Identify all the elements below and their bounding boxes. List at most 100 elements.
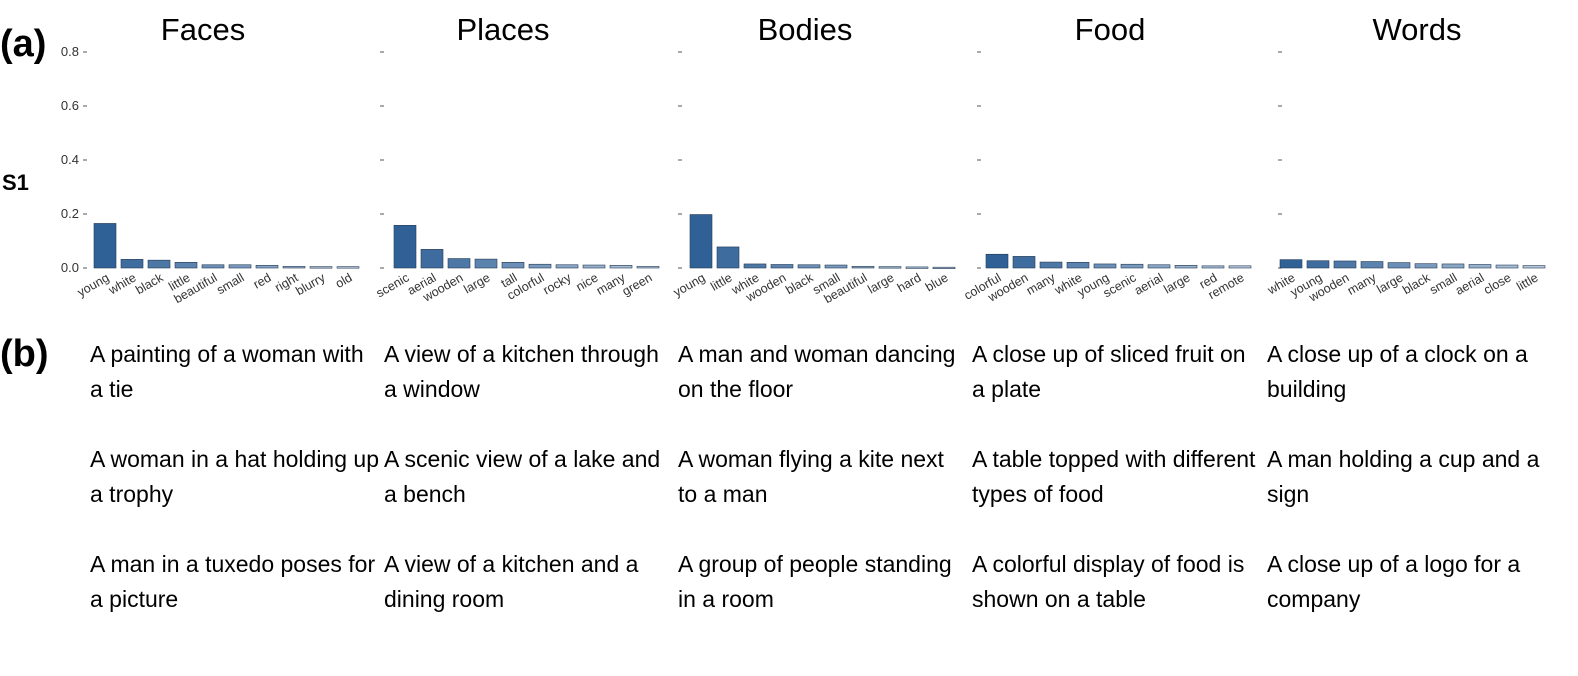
bar-right	[282, 266, 306, 269]
bar-hard	[905, 266, 929, 269]
x-tick-label: little	[1514, 270, 1540, 293]
bar-white	[1066, 262, 1090, 269]
bar-little	[174, 262, 198, 269]
x-tick-label: young	[671, 270, 708, 299]
caption: A woman flying a kite next to a man	[678, 446, 944, 507]
y-tick-label: 0.6	[61, 98, 79, 113]
bar-colorful	[985, 253, 1009, 269]
y-tick-label: 0.8	[61, 44, 79, 59]
caption: A painting of a woman with a tie	[90, 341, 364, 402]
column-title-bodies: Bodies	[757, 12, 853, 47]
bar-many	[609, 264, 633, 269]
bar-white	[743, 263, 767, 269]
caption-column-words: A close up of a clock on a building A ma…	[1267, 337, 1557, 652]
column-title-places: Places	[456, 12, 550, 47]
caption: A woman in a hat holding up a trophy	[90, 446, 379, 507]
bar-wooden	[447, 258, 471, 269]
column-title-words: Words	[1372, 12, 1462, 47]
caption: A man holding a cup and a sign	[1267, 446, 1540, 507]
bar-large	[1174, 264, 1198, 269]
caption: A man in a tuxedo poses for a picture	[90, 551, 376, 612]
caption: A group of people standing in a room	[678, 551, 952, 612]
x-tick-label: close	[1481, 270, 1513, 297]
caption: A man and woman dancing on the floor	[678, 341, 956, 402]
bar-large	[1387, 262, 1411, 269]
bar-nice	[582, 264, 606, 269]
bar-young	[1306, 260, 1330, 269]
bar-aerial	[420, 249, 444, 269]
bar-red	[255, 264, 279, 269]
bar-young	[1093, 263, 1117, 269]
bar-scenic	[1120, 263, 1144, 269]
bar-blue	[932, 266, 956, 269]
x-tick-label: old	[333, 270, 354, 290]
bar-wooden	[1333, 260, 1357, 269]
x-tick-label: large	[461, 270, 492, 296]
caption-column-bodies: A man and woman dancing on the floor A w…	[678, 337, 968, 652]
caption-column-faces: A painting of a woman with a tie A woman…	[90, 337, 380, 652]
y-axis-label: S1	[2, 170, 29, 195]
caption-column-places: A view of a kitchen through a window A s…	[384, 337, 674, 652]
x-tick-label: blue	[923, 270, 951, 294]
bar-beautiful	[851, 266, 875, 269]
x-tick-label: little	[708, 270, 734, 293]
column-title-faces: Faces	[160, 12, 246, 47]
x-tick-label: hard	[895, 270, 924, 295]
x-tick-label: large	[865, 270, 896, 296]
bar-large	[878, 266, 902, 269]
x-tick-label: rocky	[541, 270, 575, 297]
bar-scenic	[393, 225, 417, 269]
bar-tall	[501, 262, 525, 269]
caption: A view of a kitchen through a window	[384, 341, 659, 402]
bar-many	[1360, 261, 1384, 269]
y-tick-label: 0.2	[61, 206, 79, 221]
x-tick-label: large	[1161, 270, 1192, 296]
bar-little	[716, 246, 740, 269]
bar-young	[93, 223, 117, 269]
bar-many	[1039, 261, 1063, 269]
bar-small	[824, 264, 848, 269]
x-tick-label: red	[251, 270, 274, 291]
column-title-food: Food	[1074, 12, 1146, 47]
caption: A colorful display of food is shown on a…	[972, 551, 1245, 612]
caption: A scenic view of a lake and a bench	[384, 446, 661, 507]
caption: A table topped with different types of f…	[972, 446, 1256, 507]
bar-wooden	[1012, 256, 1036, 269]
chart-words: whiteyoungwoodenmanylargeblacksmallaeria…	[1264, 51, 1546, 305]
bar-old	[336, 266, 360, 269]
bar-close	[1495, 264, 1519, 269]
x-tick-label: tall	[499, 270, 520, 290]
y-tick-label: 0.0	[61, 260, 79, 275]
bar-large	[474, 258, 498, 269]
x-tick-label: green	[620, 270, 655, 298]
caption-column-food: A close up of sliced fruit on a plate A …	[972, 337, 1262, 652]
caption: A close up of a logo for a company	[1267, 551, 1521, 612]
caption: A view of a kitchen and a dining room	[384, 551, 639, 612]
bar-small	[1441, 263, 1465, 269]
bar-aerial	[1468, 264, 1492, 269]
bar-beautiful	[201, 264, 225, 269]
panel-label-b: (b)	[0, 333, 49, 375]
bar-blurry	[309, 266, 333, 269]
chart-food: colorfulwoodenmanywhiteyoungscenicaerial…	[962, 51, 1252, 305]
bar-red	[1201, 265, 1225, 269]
bar-remote	[1228, 265, 1252, 269]
x-tick-label: small	[214, 270, 246, 297]
bar-black	[797, 264, 821, 269]
y-tick-label: 0.4	[61, 152, 79, 167]
bar-white	[1279, 259, 1303, 269]
caption: A close up of a clock on a building	[1267, 341, 1528, 402]
bar-wooden	[770, 264, 794, 269]
bar-black	[1414, 263, 1438, 269]
panel-label-a: (a)	[0, 23, 47, 65]
bar-young	[689, 214, 713, 269]
x-tick-label: blurry	[293, 270, 328, 298]
bar-aerial	[1147, 264, 1171, 269]
bar-colorful	[528, 263, 552, 269]
bar-rocky	[555, 264, 579, 269]
bar-black	[147, 259, 171, 269]
caption: A close up of sliced fruit on a plate	[972, 341, 1246, 402]
